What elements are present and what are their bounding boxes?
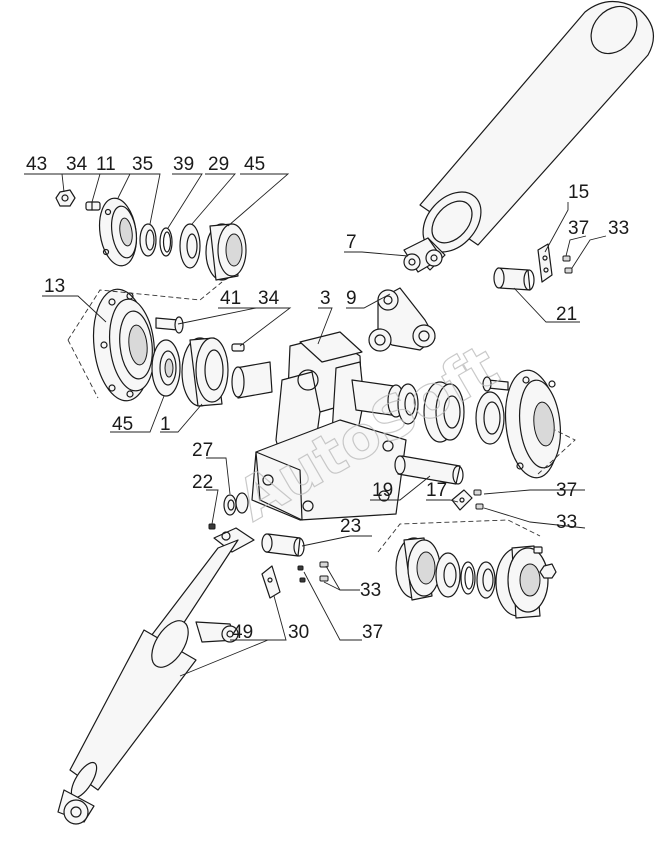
callout-37-middle: 37 (556, 480, 577, 501)
callout-34-lower: 34 (258, 288, 280, 309)
callout-labels: 43 34 11 35 39 29 45 13 41 34 3 9 7 15 3… (26, 154, 629, 643)
part-23-pin (261, 533, 305, 557)
part-34-bolt-upper (85, 201, 101, 211)
callout-7: 7 (346, 232, 357, 253)
part-right-ring (475, 391, 505, 445)
callout-29: 29 (208, 154, 229, 175)
assembly-line-lower-right (377, 519, 541, 553)
lower-right-seal (476, 561, 496, 599)
callout-3: 3 (320, 288, 331, 309)
callout-43: 43 (26, 154, 47, 175)
part-30-plate (261, 565, 281, 599)
callout-30: 30 (288, 622, 309, 643)
callout-1: 1 (160, 414, 171, 435)
part-13-flange (92, 288, 156, 402)
part-43-nut (55, 189, 76, 207)
part-29-washer (179, 223, 201, 269)
part-19-pin (394, 455, 464, 485)
part-49-lower-cylinder (57, 527, 255, 825)
callout-9: 9 (346, 288, 357, 309)
part-34-bolt-lower (231, 343, 245, 352)
part-37-washers-lower (297, 565, 306, 583)
callout-27: 27 (192, 440, 213, 461)
callout-21: 21 (556, 304, 577, 325)
callout-19: 19 (372, 480, 393, 501)
part-right-bearing (423, 381, 465, 443)
part-11-cover (98, 197, 138, 267)
part-9-lever (368, 287, 436, 352)
lower-right-cap (495, 545, 549, 619)
callout-17: 17 (426, 480, 447, 501)
callout-33-middle: 33 (556, 512, 577, 533)
part-39-ring (159, 227, 173, 257)
lower-right-bearing (395, 537, 441, 601)
part-15-plate (537, 243, 553, 283)
part-right-bolt (482, 376, 509, 392)
callout-15: 15 (568, 182, 589, 203)
callout-39: 39 (173, 154, 194, 175)
callout-22: 22 (192, 472, 213, 493)
part-right-seal (397, 383, 419, 425)
leader-lines (24, 173, 607, 677)
callout-49: 49 (232, 622, 253, 643)
callout-23: 23 (340, 516, 361, 537)
part-right-flange (504, 369, 562, 479)
lower-right-washer (435, 552, 461, 598)
part-35-seal (139, 223, 157, 257)
part-33-bolts-lower (319, 561, 329, 582)
part-21-pin (493, 267, 535, 291)
callout-45-upper: 45 (244, 154, 265, 175)
part-7-clevis (403, 237, 443, 273)
callout-45-lower: 45 (112, 414, 133, 435)
lower-right-nut (533, 546, 557, 579)
callout-33-lower: 33 (360, 580, 381, 601)
part-37-washer-upper (562, 255, 573, 274)
part-45-bearing-upper (205, 223, 247, 281)
part-17-plate (451, 489, 473, 511)
part-22-fitting (208, 523, 216, 530)
callout-41: 41 (220, 288, 241, 309)
part-41-bolt (155, 316, 184, 334)
callout-33-upper: 33 (608, 218, 629, 239)
callout-37-lower: 37 (362, 622, 383, 643)
lower-right-ring (460, 561, 476, 595)
callout-35: 35 (132, 154, 153, 175)
callout-34-upper: 34 (66, 154, 88, 175)
part-1-bearing (181, 337, 229, 407)
part-45-bearing-lower (151, 339, 181, 397)
callout-13: 13 (44, 276, 65, 297)
callout-37-upper: 37 (568, 218, 589, 239)
part-27-bushing (223, 492, 249, 516)
assembly-line-right (537, 429, 576, 475)
part-37-washer-middle (473, 489, 484, 510)
callout-11: 11 (96, 154, 116, 175)
assembly-line-13b (67, 339, 99, 399)
